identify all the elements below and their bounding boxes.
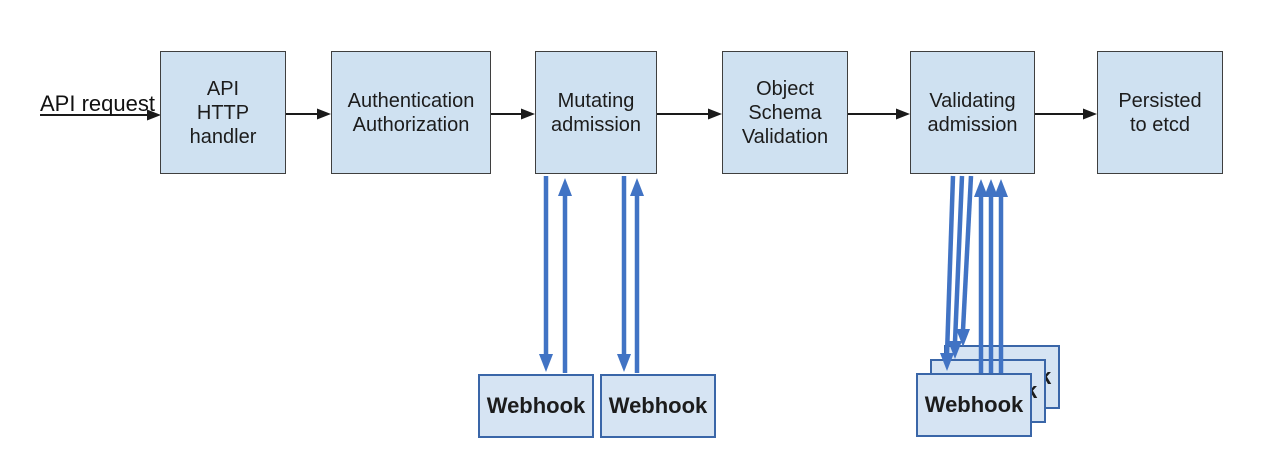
flow-box-label-line: Schema <box>748 101 822 124</box>
mutating-webhook-1-down-arrow <box>539 176 553 372</box>
mutating-webhook-1-up-arrow <box>558 178 572 373</box>
arrow-schema-to-validating <box>848 108 910 120</box>
flow-box-label-line: Validation <box>741 125 829 148</box>
flow-box-label-line: HTTP <box>196 101 250 124</box>
flow-box-api-http-handler: API HTTP handler <box>160 51 286 174</box>
webhook-label: Webhook <box>924 392 1024 417</box>
flow-box-persisted-to-etcd: Persisted to etcd <box>1097 51 1223 174</box>
webhook-box-validating-front: Webhook <box>916 373 1032 437</box>
arrow-handler-to-auth <box>286 108 331 120</box>
webhook-box-mutating-1: Webhook <box>478 374 594 438</box>
flow-box-validating-admission: Validating admission <box>910 51 1035 174</box>
webhook-label: Webhook <box>608 393 708 418</box>
flow-box-label-line: Persisted <box>1118 89 1202 112</box>
api-request-label: API request <box>40 91 155 116</box>
validating-webhook-down-arrows <box>940 175 974 371</box>
flow-box-label-line: Mutating <box>557 89 635 112</box>
mutating-webhook-2-up-arrow <box>630 178 644 373</box>
flow-box-label-line: Authentication <box>347 89 475 112</box>
flow-box-object-schema-validation: Object Schema Validation <box>722 51 848 174</box>
flow-box-label-line: API <box>206 77 240 100</box>
flow-box-label-line: Validating <box>929 89 1016 112</box>
arrow-auth-to-mutating <box>491 108 535 120</box>
flow-box-label-line: handler <box>189 125 257 148</box>
arrow-mutating-to-schema <box>657 108 722 120</box>
arrow-validating-to-etcd <box>1035 108 1097 120</box>
mutating-webhook-2-down-arrow <box>617 176 631 372</box>
flow-box-label-line: Object <box>756 77 814 100</box>
flow-box-authentication-authorization: Authentication Authorization <box>331 51 491 174</box>
webhook-label: Webhook <box>486 393 586 418</box>
flow-box-label-line: Authorization <box>352 113 470 136</box>
flow-box-label-line: admission <box>927 113 1018 136</box>
flow-box-mutating-admission: Mutating admission <box>535 51 657 174</box>
validating-webhook-up-arrows <box>974 179 1008 373</box>
webhook-box-mutating-2: Webhook <box>600 374 716 438</box>
flow-box-label-line: admission <box>550 113 642 136</box>
flow-box-label-line: to etcd <box>1129 113 1191 136</box>
